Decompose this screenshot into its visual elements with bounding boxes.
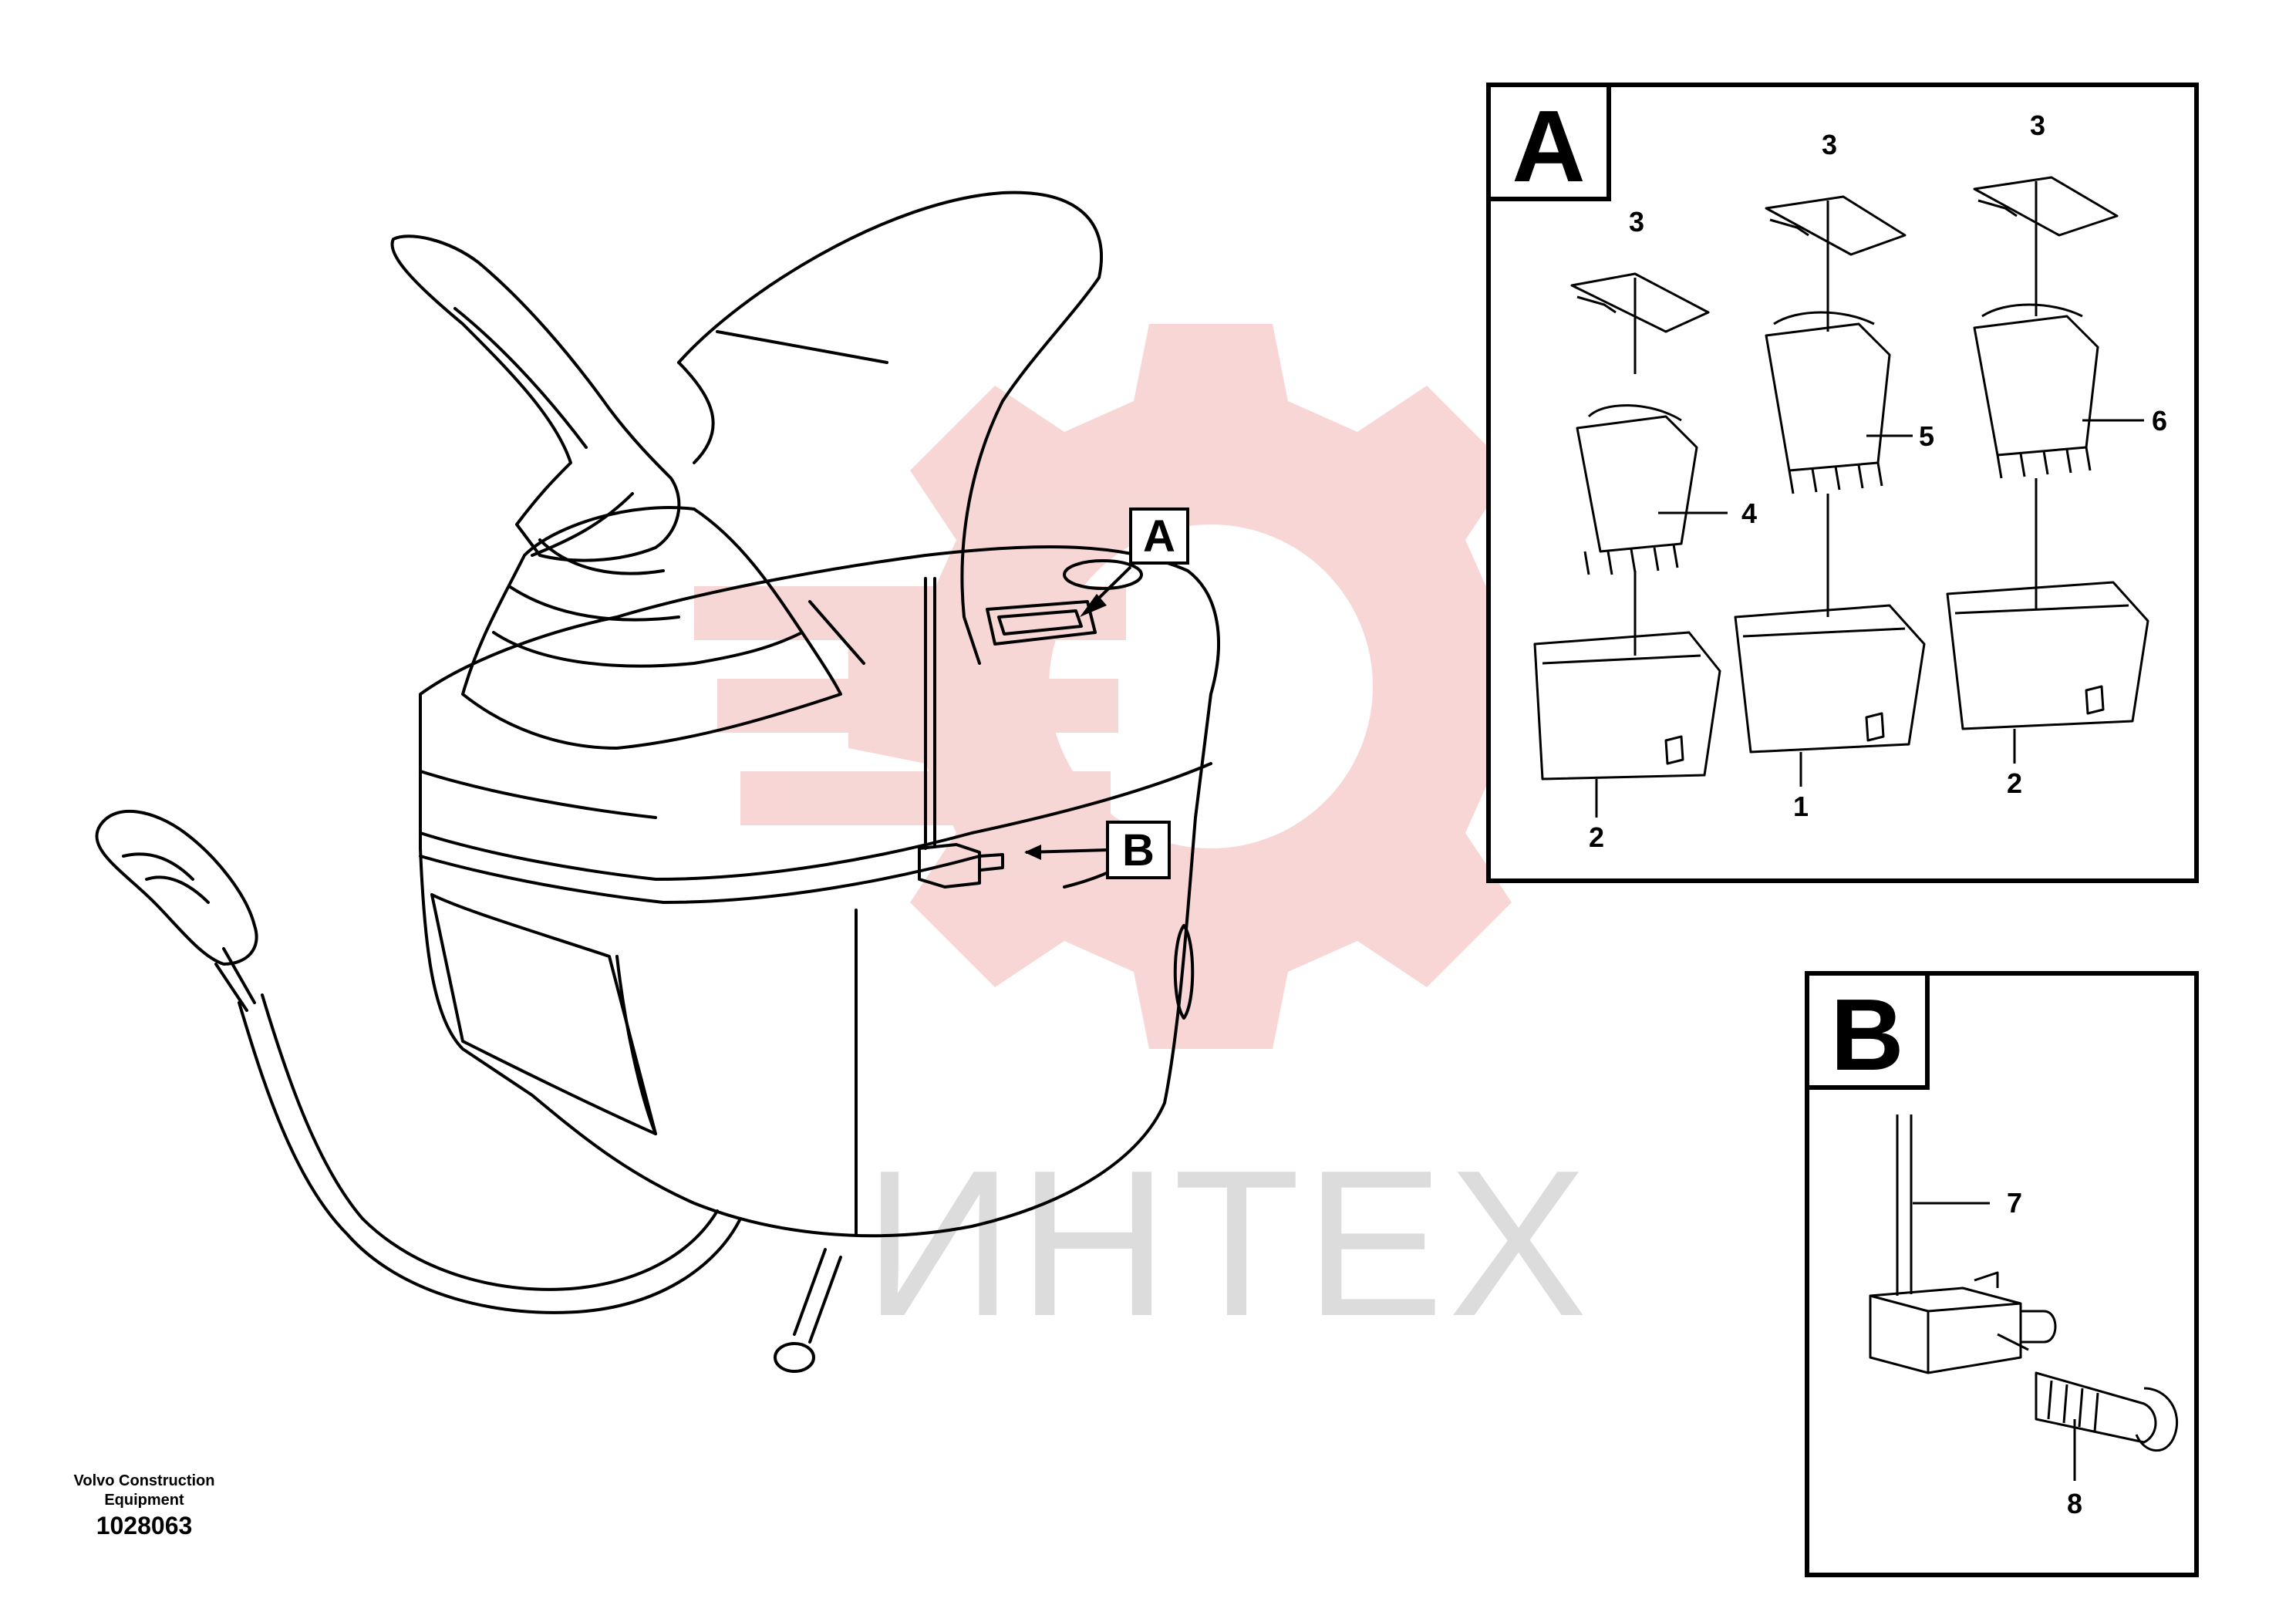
- watermark-text: ИНТЕХ: [864, 1128, 1592, 1360]
- svg-text:B: B: [1122, 825, 1155, 875]
- svg-text:A: A: [1143, 511, 1175, 561]
- label-2-col3: 2: [2007, 767, 2022, 799]
- footer-company-line2: Equipment: [104, 1492, 184, 1509]
- control-console-drawing: [95, 191, 1220, 1373]
- footer-company-line1: Volvo Construction: [73, 1472, 215, 1489]
- label-2-col1: 2: [1589, 821, 1604, 853]
- footer-company: Volvo Construction Equipment: [48, 1472, 241, 1510]
- label-8: 8: [2067, 1488, 2082, 1519]
- panel-b-title: B: [1830, 978, 1903, 1091]
- detail-panel-b: B 7 8: [1805, 971, 2199, 1577]
- watermark-gear-logo: [694, 324, 1573, 1049]
- marker-a-callout: A: [1080, 508, 1189, 617]
- marker-b-callout: B: [1024, 821, 1171, 879]
- label-4: 4: [1741, 497, 1757, 529]
- label-3-col2: 3: [1822, 129, 1837, 160]
- label-6: 6: [2152, 405, 2167, 437]
- footer-part-number: 1028063: [96, 1512, 193, 1539]
- label-1: 1: [1793, 791, 1809, 822]
- label-3-col1: 3: [1629, 206, 1644, 238]
- label-3-col3: 3: [2030, 110, 2045, 141]
- label-5: 5: [1919, 420, 1934, 452]
- panel-a-title: A: [1512, 89, 1585, 203]
- detail-panel-a: A: [1486, 83, 2199, 883]
- label-7: 7: [2007, 1187, 2022, 1219]
